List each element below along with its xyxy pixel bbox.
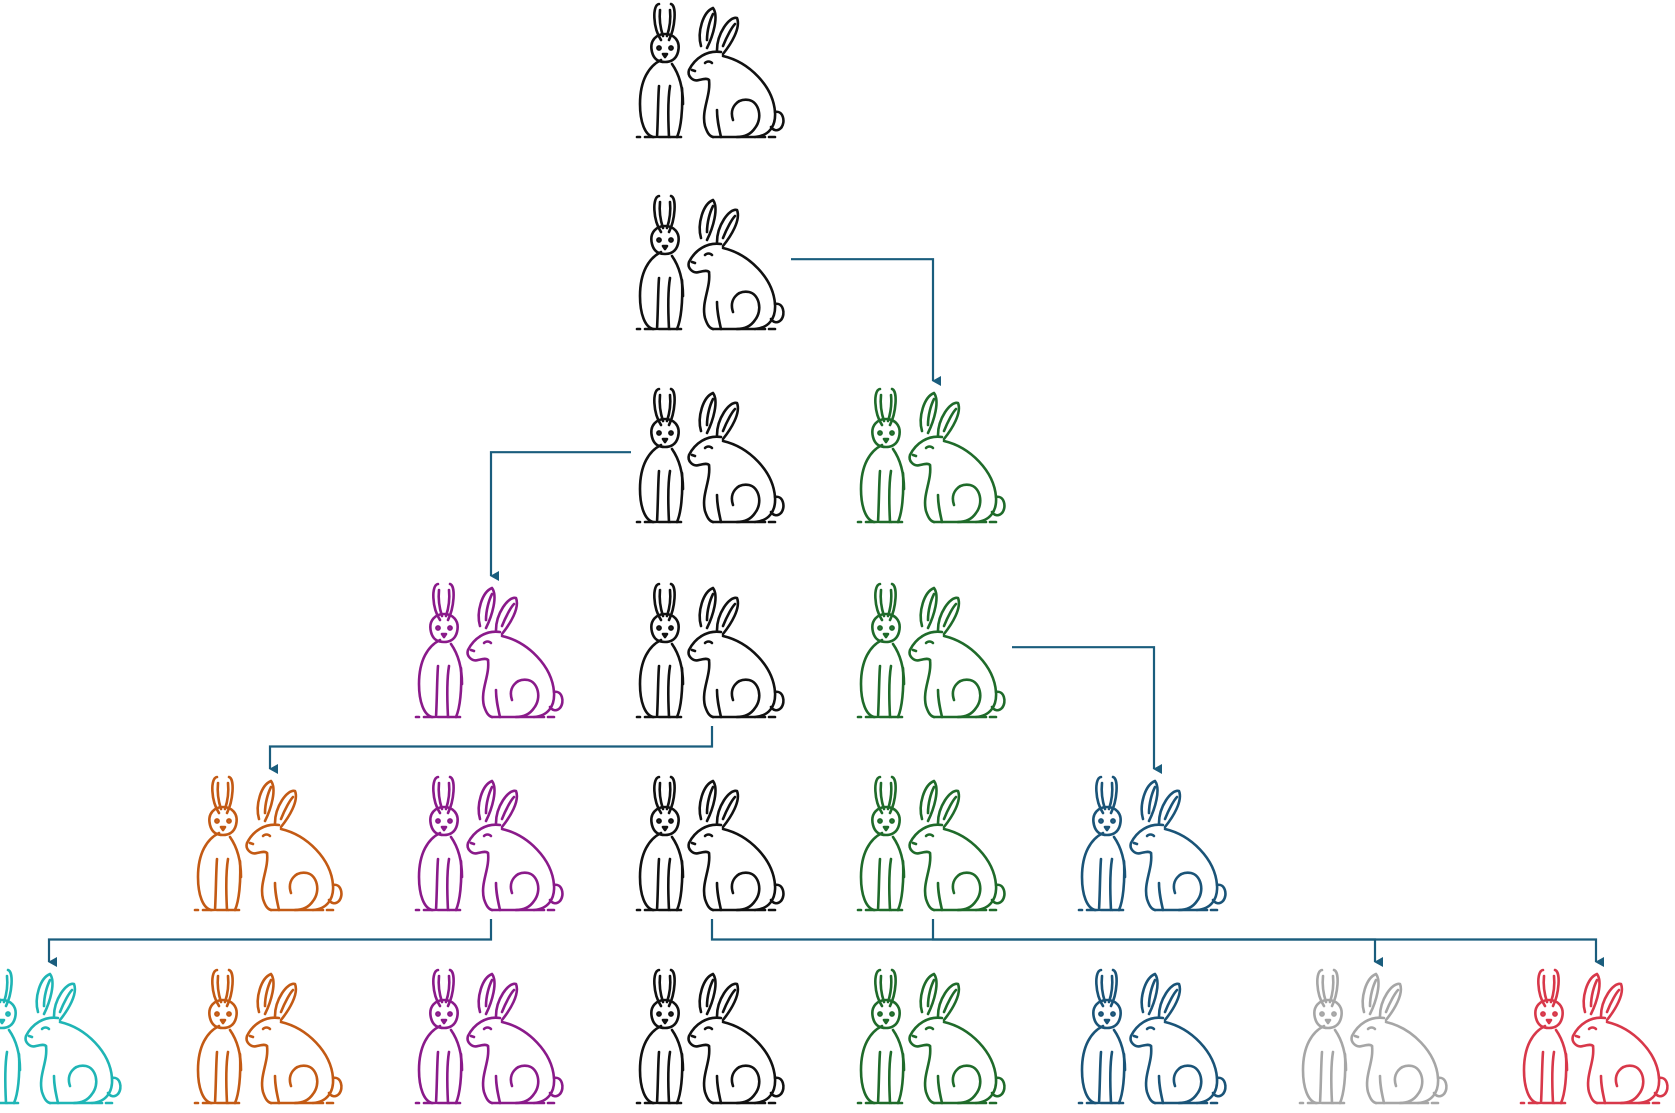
rabbit-pair-icon — [635, 387, 785, 524]
rabbit-pair-icon — [193, 968, 343, 1105]
rabbit-pair-icon — [1077, 968, 1227, 1105]
rabbit-pair-icon — [856, 582, 1006, 719]
offspring-arrow — [1012, 646, 1162, 774]
offspring-arrow — [268, 726, 714, 774]
rabbit-pair-icon — [635, 194, 785, 331]
rabbit-pair-icon — [1298, 968, 1448, 1105]
rabbit-pair-icon — [193, 775, 343, 912]
rabbit-pair-icon — [635, 968, 785, 1105]
rabbit-pair-icon — [856, 968, 1006, 1105]
rabbit-pair-icon — [635, 2, 785, 139]
rabbit-pair-icon — [414, 968, 564, 1105]
rabbit-pair-icon — [414, 582, 564, 719]
offspring-arrow — [47, 919, 493, 967]
rabbit-pair-icon — [0, 968, 122, 1105]
rabbit-pair-icon — [856, 387, 1006, 524]
offspring-arrow — [931, 919, 1604, 967]
rabbit-pair-icon — [635, 582, 785, 719]
rabbit-pair-icon — [1077, 775, 1227, 912]
edges-layer — [47, 258, 1604, 967]
rabbit-pair-icon — [635, 775, 785, 912]
rabbit-pair-icon — [1519, 968, 1669, 1105]
rabbit-pair-icon — [856, 775, 1006, 912]
offspring-arrow — [791, 258, 941, 386]
rabbit-pair-icon — [414, 775, 564, 912]
offspring-arrow — [489, 451, 631, 581]
